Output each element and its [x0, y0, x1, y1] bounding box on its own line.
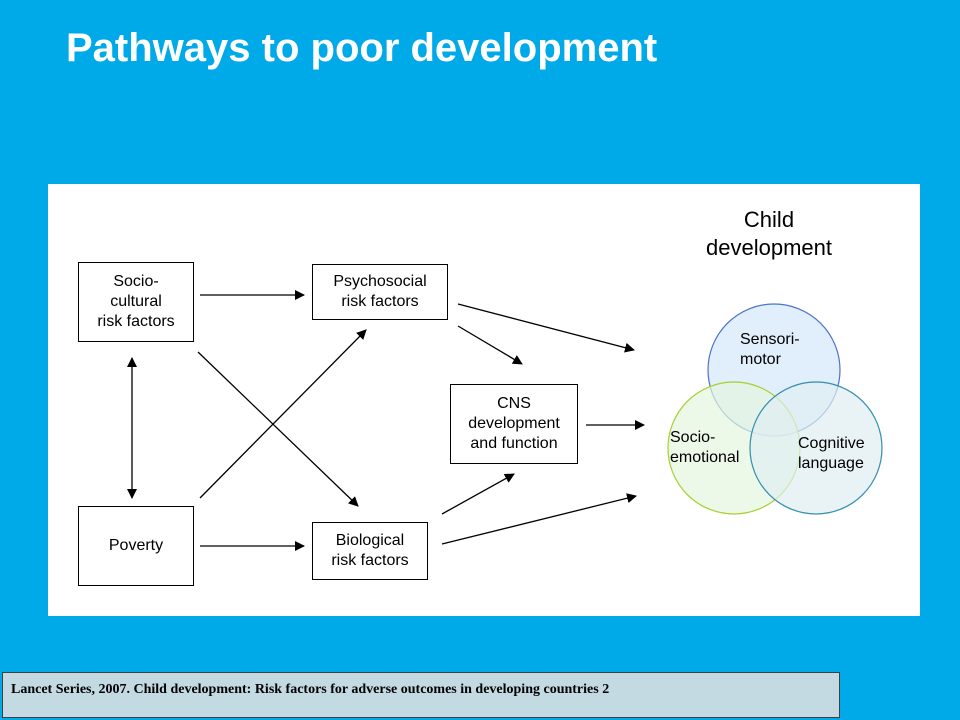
label-socioemotional: Socio- emotional — [670, 429, 740, 466]
circle-cognitive — [749, 381, 883, 515]
label-cognitive: Cognitive language — [798, 435, 865, 472]
citation-footer: Lancet Series, 2007. Child development: … — [2, 672, 840, 718]
box-cns: CNS development and function — [450, 384, 578, 464]
box-sociocultural: Socio- cultural risk factors — [78, 262, 194, 342]
page-title: Pathways to poor development — [66, 26, 658, 70]
arrow-biological-cns — [441, 473, 515, 515]
box-psychosocial: Psychosocial risk factors — [312, 264, 448, 320]
outcome-heading: Child development — [706, 207, 832, 260]
diagram-panel: Socio- cultural risk factors Poverty Psy… — [48, 184, 920, 616]
arrow-biological-outcome — [441, 493, 637, 545]
diagram-arrows — [127, 290, 883, 551]
arrow-poverty-psychosocial — [199, 329, 367, 499]
label-sensorimotor: Sensori- motor — [740, 331, 800, 368]
arrow-psychosocial-outcome — [457, 303, 635, 353]
arrow-psychosocial-cns — [457, 325, 523, 365]
box-poverty: Poverty — [78, 506, 194, 586]
box-biological: Biological risk factors — [312, 522, 428, 580]
arrow-sociocultural-biological — [197, 351, 359, 507]
